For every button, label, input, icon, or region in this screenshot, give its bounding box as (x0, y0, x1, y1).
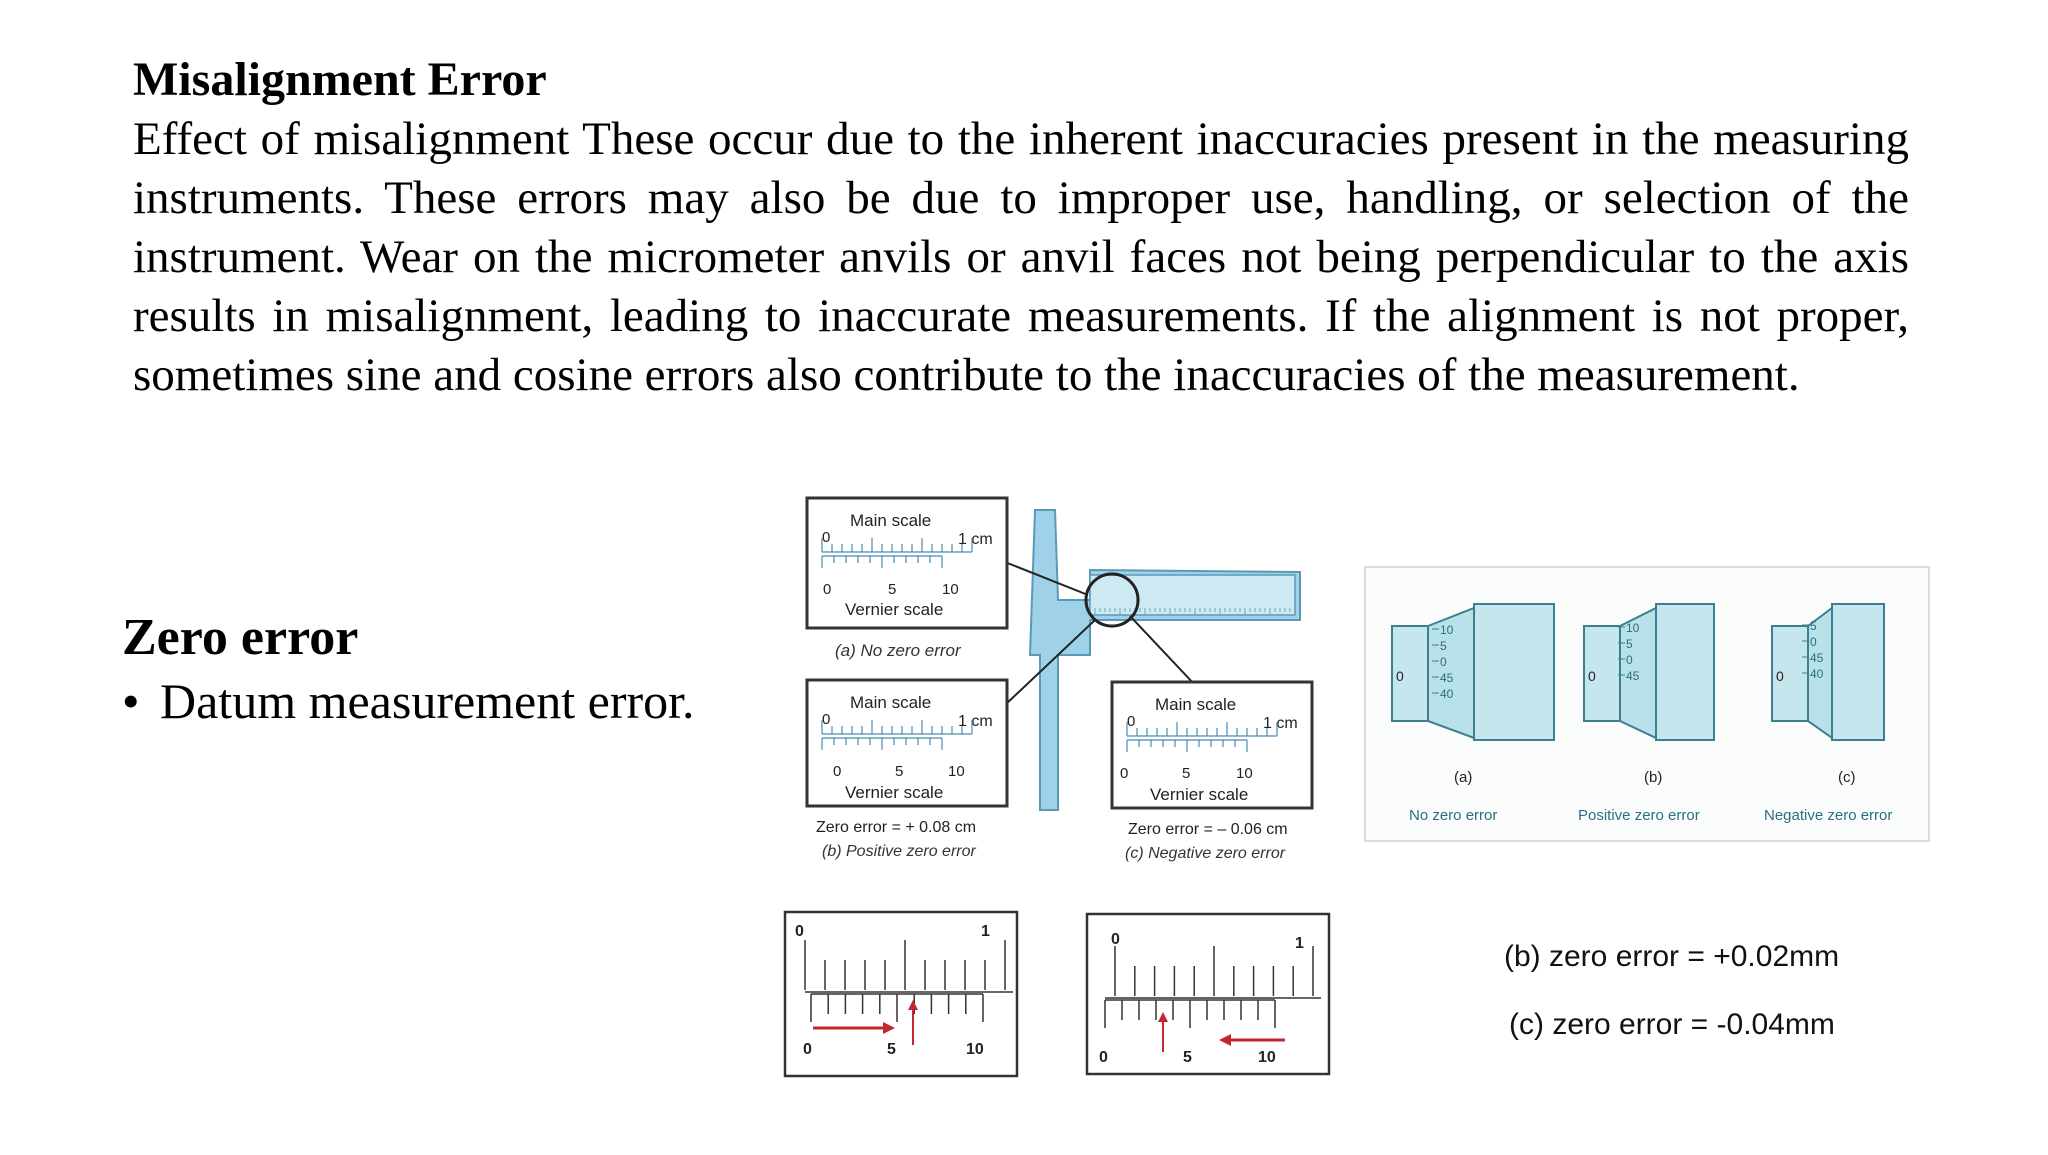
vernier-zero-label: 0 (1099, 1049, 1108, 1066)
vernier-box-positive-error: Main scale 0 1 cm 0 5 10 Vernier scale Z… (805, 678, 1009, 860)
tick-label: 10 (948, 763, 965, 780)
unit-label: 1 cm (958, 531, 993, 548)
unit-label: 1 cm (1263, 715, 1298, 732)
main-one-label: 1 (981, 923, 990, 940)
tick-label: 5 (1182, 765, 1190, 782)
thimble-label: 5 (1626, 637, 1633, 651)
thimble-label: 0 (1810, 635, 1817, 649)
datum-label: 0 (1588, 668, 1596, 684)
thimble-label: 40 (1440, 687, 1454, 701)
scale-diagram-b: 0 1 0 5 10 (783, 910, 1019, 1078)
thimble-label: 40 (1810, 667, 1824, 681)
tick-label: 10 (942, 581, 959, 598)
main-one-label: 1 (1295, 935, 1304, 952)
vernier-zero-label: 0 (803, 1041, 812, 1058)
thimble-label: 0 (1440, 655, 1447, 669)
label-c: (c) (1838, 769, 1856, 786)
tick-label: 5 (888, 581, 896, 598)
misalignment-error-heading: Misalignment Error (133, 53, 547, 106)
tick-label: 0 (833, 763, 841, 780)
main-zero-label: 0 (795, 923, 804, 940)
caption-negative-zero-error: Negative zero error (1764, 807, 1892, 824)
misalignment-error-paragraph: Effect of misalignment These occur due t… (133, 113, 1909, 401)
bullet-text: Datum measurement error. (160, 673, 695, 729)
vernier-box-no-error: Main scale 0 1 cm 0 5 10 Vernier scale (… (805, 496, 1009, 660)
thimble-label: 0 (1626, 653, 1633, 667)
scale-diagram-c: 0 1 0 5 10 (1085, 912, 1331, 1076)
thimble-label: 45 (1810, 651, 1824, 665)
vernier-five-label: 5 (887, 1041, 896, 1058)
caption-a: (a) No zero error (835, 641, 962, 660)
tick-label: 0 (1127, 713, 1135, 730)
zero-error-value-c: Zero error = – 0.06 cm (1128, 821, 1288, 838)
thimble-label: 10 (1440, 623, 1454, 637)
thimble-label: 5 (1440, 639, 1447, 653)
micrometer-b: 0 10 5 0 45 (b) Positive zero error (1578, 603, 1715, 824)
zero-error-bullet: • Datum measurement error. (122, 670, 695, 732)
equation-b: (b) zero error = +0.02mm (1504, 940, 1840, 973)
tick-label: 0 (1120, 765, 1128, 782)
tick-label: 10 (1236, 765, 1253, 782)
caption-c: (c) Negative zero error (1125, 845, 1286, 862)
vernier-ten-label: 10 (966, 1041, 984, 1058)
thimble-label: 5 (1810, 619, 1817, 633)
main-scale-label: Main scale (850, 511, 931, 530)
vernier-box-negative-error: Main scale 0 1 cm 0 5 10 Vernier scale Z… (1110, 680, 1314, 862)
vernier-five-label: 5 (1183, 1049, 1192, 1066)
caption-b: (b) Positive zero error (822, 843, 976, 860)
vernier-scale-label: Vernier scale (845, 600, 943, 619)
tick-label: 0 (823, 581, 831, 598)
zero-error-heading: Zero error (122, 609, 359, 666)
datum-label: 0 (1396, 668, 1404, 684)
vernier-scale-label: Vernier scale (1150, 785, 1248, 804)
caption-positive-zero-error: Positive zero error (1578, 807, 1700, 824)
label-b: (b) (1644, 769, 1662, 786)
zero-error-value-b: Zero error = + 0.08 cm (816, 819, 976, 836)
unit-label: 1 cm (958, 713, 993, 730)
vernier-caliper-figure: Main scale 0 1 cm 0 5 10 Vernier scale (… (805, 496, 1314, 862)
main-scale-label: Main scale (1155, 695, 1236, 714)
caliper-illustration (1004, 509, 1301, 811)
vernier-ten-label: 10 (1258, 1049, 1276, 1066)
equation-c: (c) zero error = -0.04mm (1509, 1008, 1835, 1041)
tick-label: 0 (822, 711, 830, 728)
thimble-label: 10 (1626, 621, 1640, 635)
main-scale-label: Main scale (850, 693, 931, 712)
tick-label: 5 (895, 763, 903, 780)
vernier-scale-label: Vernier scale (845, 783, 943, 802)
thimble-label: 45 (1440, 671, 1454, 685)
caption-no-zero-error: No zero error (1409, 807, 1497, 824)
thimble-label: 45 (1626, 669, 1640, 683)
label-a: (a) (1454, 769, 1472, 786)
datum-label: 0 (1776, 668, 1784, 684)
bullet-marker: • (122, 673, 140, 729)
tick-label: 0 (822, 529, 830, 546)
main-zero-label: 0 (1111, 931, 1120, 948)
